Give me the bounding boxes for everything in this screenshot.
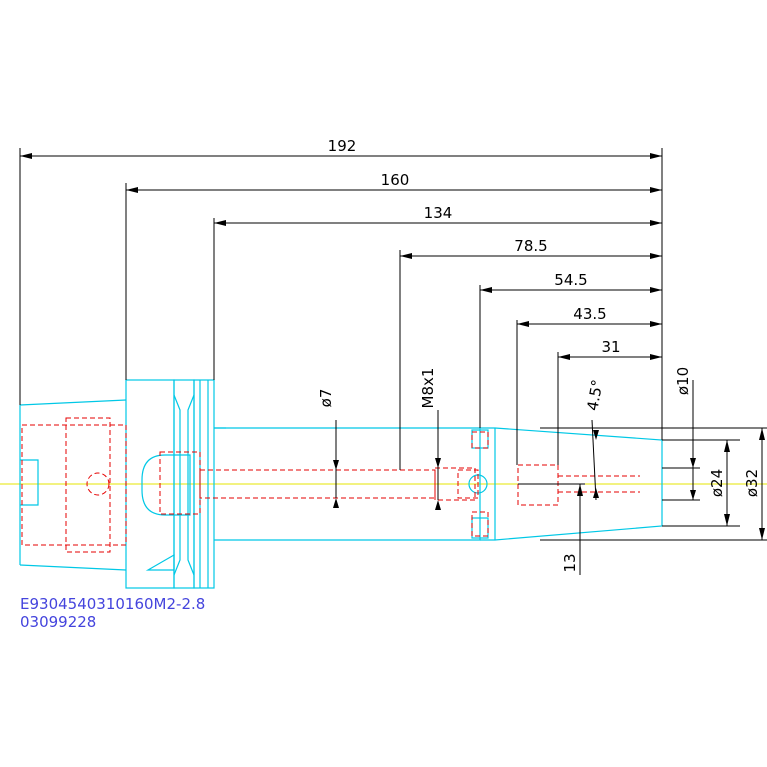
part-number: 03099228 (20, 613, 96, 631)
dim-phi10-label: ø10 (674, 367, 692, 395)
part-code: E9304540310160M2-2.8 (20, 595, 205, 613)
dim-160-label: 160 (381, 171, 410, 189)
dim-31-label: 31 (601, 338, 620, 356)
dim-78-5-label: 78.5 (514, 237, 547, 255)
dim-54-5-label: 54.5 (554, 271, 587, 289)
dim-m8x1-label: M8x1 (419, 368, 437, 409)
dim-phi7-label: ø7 (317, 389, 335, 408)
dim-angle-label: 4.5° (583, 378, 606, 412)
hidden-features (21, 417, 640, 553)
dim-13-label: 13 (561, 553, 579, 572)
dim-192-label: 192 (328, 137, 357, 155)
dim-phi32-label: ø32 (743, 469, 761, 497)
dim-134-label: 134 (424, 204, 453, 222)
dim-phi24-label: ø24 (708, 469, 726, 497)
dim-43-5-label: 43.5 (573, 305, 606, 323)
dimension-lines (19, 148, 767, 575)
